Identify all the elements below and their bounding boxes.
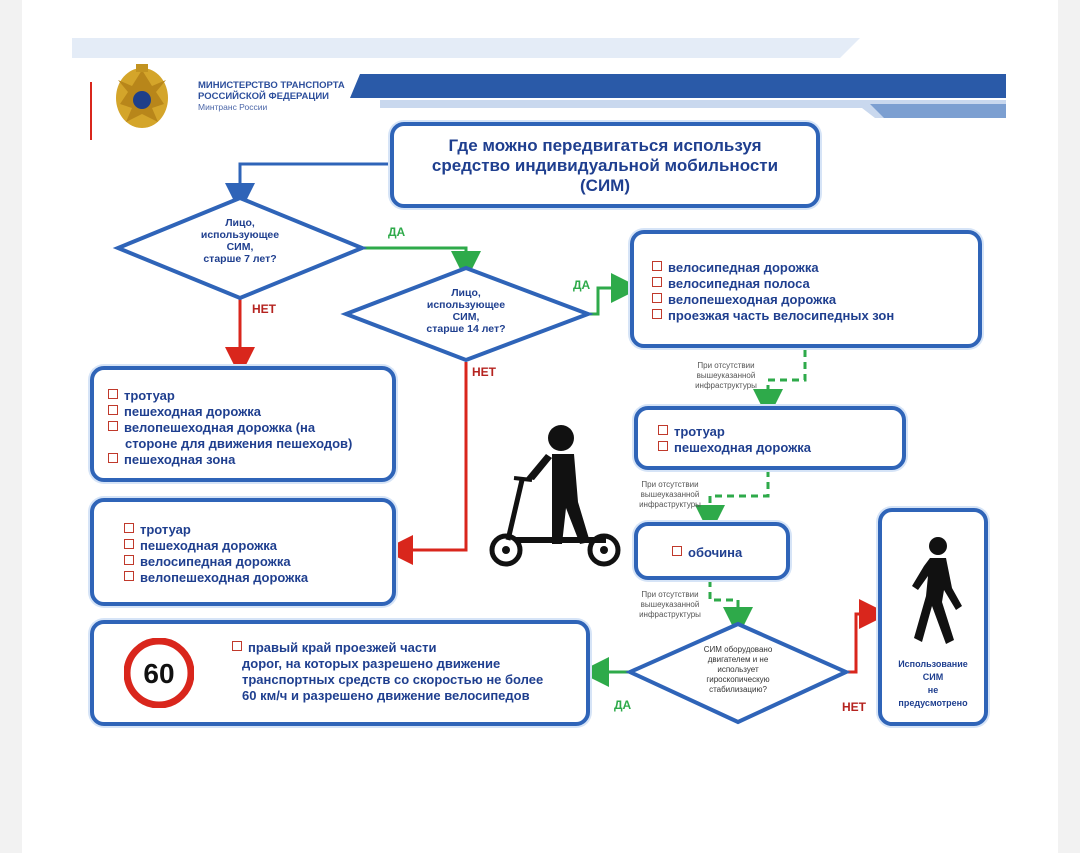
decision-age7-line2: использующее [200,229,280,241]
decision-engine-line1: СИМ оборудовано [703,645,773,654]
cycle-item-3: велопешеходная дорожка [652,292,978,308]
box-use-forbidden: Использование СИМ не предусмотрено [878,508,988,726]
decision-age7-line4: старше 7 лет? [203,253,277,265]
forbidden-text: Использование СИМ не предусмотрено [882,658,984,710]
sidewalk-right-item-1: тротуар [658,424,902,440]
decision-age7-text: Лицо, использующее СИМ, старше 7 лет? [180,217,300,265]
box-road-edge: 60 правый край проезжей части дорог, на … [90,620,590,726]
box-age-7-to-14: тротуар пешеходная дорожка велосипедная … [90,498,396,606]
arrow-sidewalk-to-shoulder [695,470,770,535]
forbidden-line3: не [927,685,939,695]
shoulder-item: обочина [672,545,786,561]
forbidden-line2: СИМ [922,672,944,682]
ministry-line1: МИНИСТЕРСТВО ТРАНСПОРТА [198,80,345,91]
cycle-item-1: велосипедная дорожка [652,260,978,276]
decision-engine-line4: гироскопическую [706,675,770,684]
decision-age7-line3: СИМ, [226,241,254,253]
box-sidewalk-right: тротуар пешеходная дорожка [634,406,906,470]
decision-age14-line3: СИМ, [452,311,480,323]
decision-engine-text: СИМ оборудовано двигателем и не использу… [688,645,788,695]
box-shoulder: обочина [634,522,790,580]
label-engine-yes: ДА [614,698,632,712]
age7to14-item-2: пешеходная дорожка [124,538,392,554]
title-line1: Где можно передвигаться используя [448,136,762,155]
decision-age7-shape [112,195,368,301]
label-age7-no: НЕТ [252,302,276,316]
cycle-item-2: велосипедная полоса [652,276,978,292]
road-line-2: дорог, на которых разрешено движение [242,656,501,671]
arrow-age14-no [383,362,468,565]
note-1-line2: вышеуказанной [696,371,756,380]
decision-engine-line2: двигателем и не [707,655,769,664]
sidewalk-right-item-2: пешеходная дорожка [658,440,902,456]
ministry-line3: Минтранс России [198,102,268,112]
speed-limit-value: 60 [143,658,175,689]
arrow-title-to-age7 [225,162,390,213]
note-1-line3: инфраструктуры [695,381,757,390]
under7-item-1: тротуар [108,388,392,404]
arrow-engine-no [846,599,889,674]
note-no-infra-2: При отсутствии вышеуказанной инфраструкт… [632,480,708,510]
header-banner [72,38,1006,140]
note-2-line2: вышеуказанной [640,490,700,499]
box-cycle-infrastructure: велосипедная дорожка велосипедная полоса… [630,230,982,348]
forbidden-line4: предусмотрено [898,698,968,708]
speed-limit-sign-icon [124,638,194,708]
note-2-line1: При отсутствии [641,480,699,489]
ministry-line2: РОССИЙСКОЙ ФЕДЕРАЦИИ [198,91,330,102]
age7to14-item-3: велосипедная дорожка [124,554,392,570]
road-line-4: 60 км/ч и разрешено движение велосипедов [242,688,530,703]
decision-age14-text: Лицо, использующее СИМ, старше 14 лет? [406,287,526,335]
label-age14-yes: ДА [573,278,591,292]
note-1-line1: При отсутствии [697,361,755,370]
decision-age14-shape [340,265,594,363]
decision-engine-line5: стабилизацию? [709,685,767,694]
note-3-line2: вышеуказанной [640,600,700,609]
note-2-line3: инфраструктуры [639,500,701,509]
note-3-line3: инфраструктуры [639,610,701,619]
under7-item-3: велопешеходная дорожка (на [108,420,392,436]
road-text: правый край проезжей части дорог, на кот… [232,640,543,704]
road-line-3: транспортных средств со скоростью не бол… [242,672,544,687]
under7-item-2: пешеходная дорожка [108,404,392,420]
note-3-line1: При отсутствии [641,590,699,599]
decision-age7-line1: Лицо, [225,217,255,229]
label-engine-no: НЕТ [842,700,866,714]
arrow-age14-yes [588,273,641,316]
under7-item-4: пешеходная зона [108,452,392,468]
decision-engine-line3: использует [717,665,759,674]
decision-age14-line1: Лицо, [451,287,481,299]
note-no-infra-1: При отсутствии вышеуказанной инфраструкт… [688,361,764,391]
title-box: Где можно передвигаться используя средст… [390,122,820,208]
kick-scooter-icon [489,425,621,567]
decision-age14-line4: старше 14 лет? [426,323,506,335]
forbidden-line1: Использование [898,659,968,669]
under7-item-3-cont: стороне для движения пешеходов) [125,436,353,451]
arrow-cycle-to-sidewalk [753,350,807,419]
label-age14-no: НЕТ [472,365,496,379]
pedestrian-icon [912,537,962,644]
decision-age14-line2: использующее [426,299,506,311]
box-under-7: тротуар пешеходная дорожка велопешеходна… [90,366,396,482]
arrow-age7-yes [362,246,481,281]
emblem-icon [116,64,168,128]
cycle-item-4: проезжая часть велосипедных зон [652,308,978,324]
arrow-shoulder-to-engine [708,580,753,637]
title-line3: (СИМ) [580,176,630,195]
age7to14-item-4: велопешеходная дорожка [124,570,392,586]
age7to14-item-1: тротуар [124,522,392,538]
decision-engine-shape [625,621,851,725]
title-line2: средство индивидуальной мобильности [431,156,779,175]
road-line-1: правый край проезжей части [232,640,543,656]
note-no-infra-3: При отсутствии вышеуказанной инфраструкт… [632,590,708,620]
label-age7-yes: ДА [388,225,406,239]
